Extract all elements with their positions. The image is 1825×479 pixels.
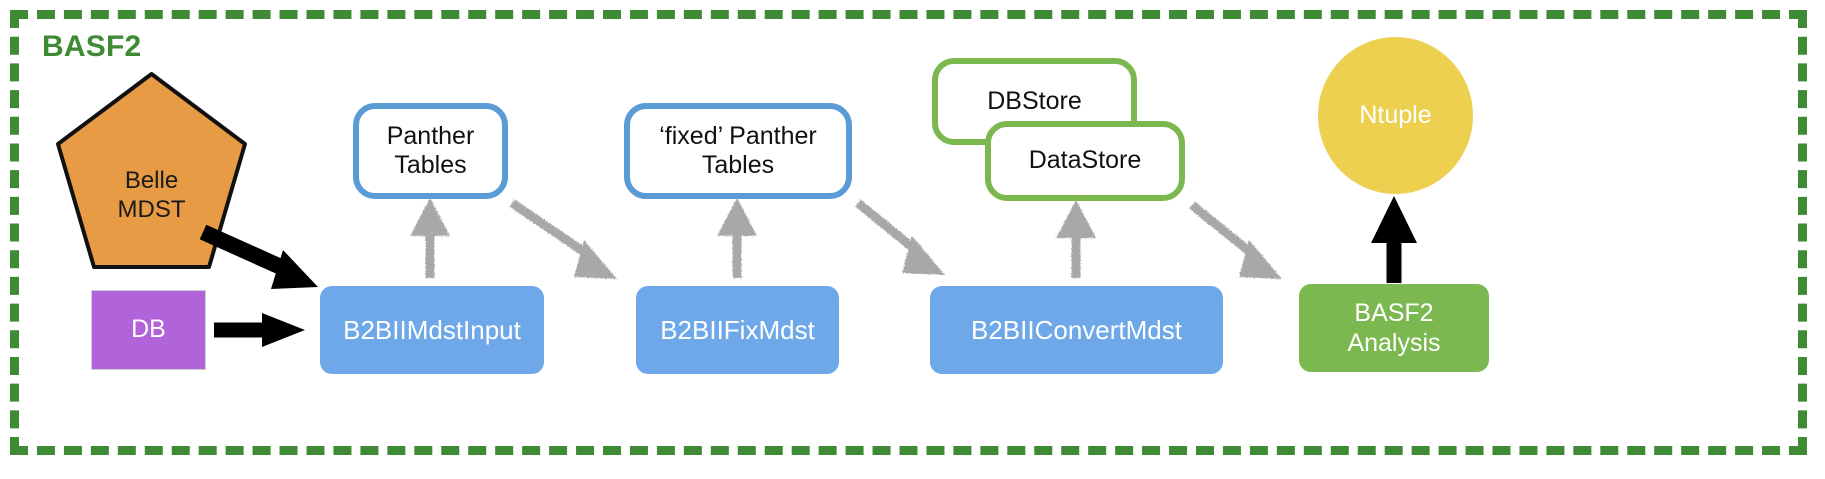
analysis-line2: Analysis [1347,329,1441,357]
dbstore-label-text: DBStore [987,86,1082,115]
ntuple-label-text: Ntuple [1359,100,1432,129]
basf2-frame-title: BASF2 [42,30,142,63]
node-module-b2biifixmdst-label: B2BIIFixMdst [636,286,839,374]
node-fixed-panther-tables[interactable]: ‘fixed’ Panther Tables [624,103,852,199]
analysis-line1: BASF2 [1354,298,1434,327]
node-module-b2biiconvertmdst[interactable]: B2BIIConvertMdst [930,286,1223,374]
node-basf2-analysis[interactable]: BASF2 Analysis [1299,284,1489,372]
mdstinput-label-text: B2BIIMdstInput [343,314,521,345]
basf2-frame [10,10,1807,455]
node-fixed-panther-tables-label: ‘fixed’ Panther Tables [630,109,846,193]
node-module-b2biimdstinput[interactable]: B2BIIMdstInput [320,286,544,374]
node-belle-mdst[interactable]: Belle MDST [54,70,249,275]
pentagon-shape [56,72,247,269]
node-basf2-analysis-label: BASF2 Analysis [1299,284,1489,372]
node-panther-tables-label: Panther Tables [359,109,502,193]
node-datastore-label: DataStore [991,127,1179,195]
convertmdst-label-text: B2BIIConvertMdst [971,314,1182,345]
node-panther-tables[interactable]: Panther Tables [353,103,508,199]
fixed-panther-line2: Tables [701,151,775,179]
panther-line2: Tables [394,151,467,179]
node-ntuple[interactable]: Ntuple [1318,37,1473,194]
fixmdst-label-text: B2BIIFixMdst [660,314,815,345]
node-ntuple-label: Ntuple [1318,37,1473,194]
node-module-b2biifixmdst[interactable]: B2BIIFixMdst [636,286,839,374]
fixed-panther-line1: ‘fixed’ Panther [659,121,817,150]
db-label-text: DB [131,315,166,344]
node-db[interactable]: DB [91,290,206,370]
node-module-b2biiconvertmdst-label: B2BIIConvertMdst [930,286,1223,374]
panther-line1: Panther [386,121,475,150]
node-module-b2biimdstinput-label: B2BIIMdstInput [320,286,544,374]
node-datastore[interactable]: DataStore [985,121,1185,201]
datastore-label-text: DataStore [1028,146,1142,175]
node-db-label: DB [92,291,205,369]
